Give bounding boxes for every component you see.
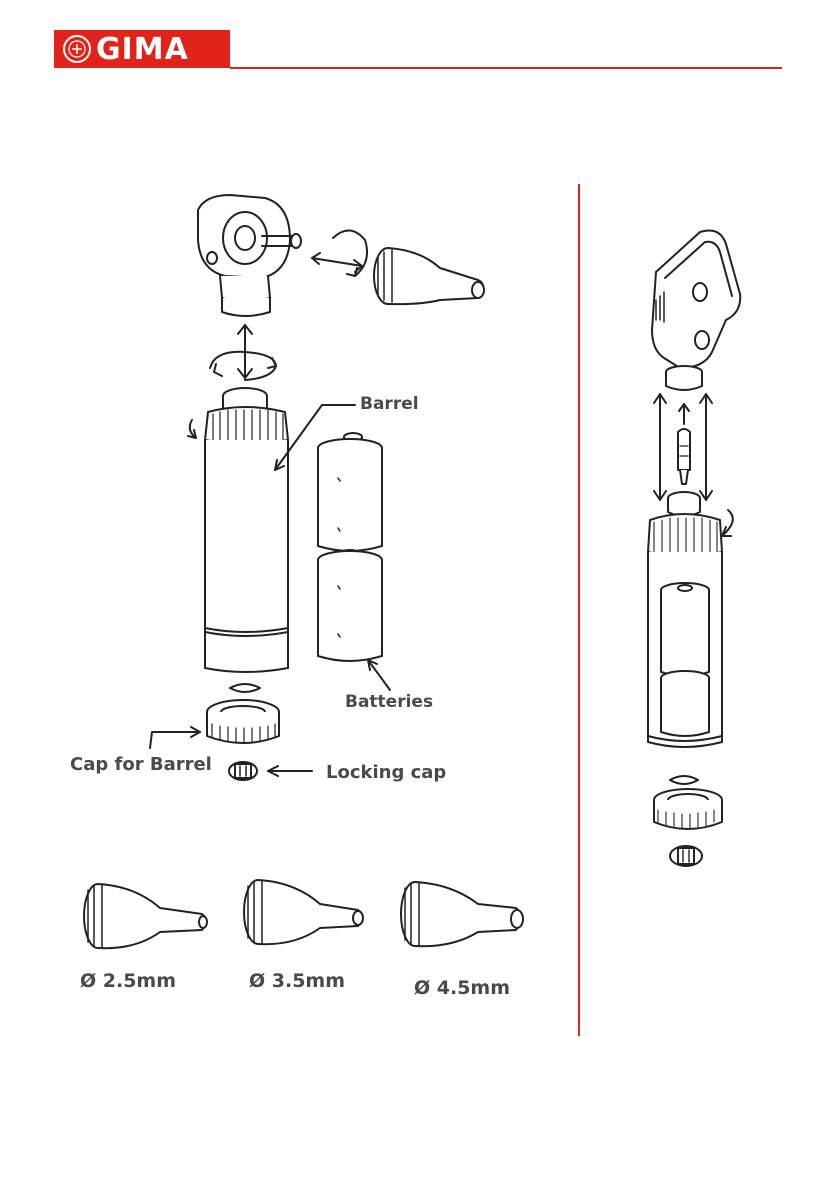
speculum-medium	[244, 880, 363, 944]
barrel-label: Barrel	[360, 394, 419, 414]
speculum-large	[401, 882, 523, 946]
otoscope-head	[198, 195, 301, 316]
speculum-small	[84, 884, 207, 948]
speculum-top	[374, 248, 484, 304]
speculum-size-label: Ø 2.5mm	[80, 970, 176, 992]
locking-cap	[229, 762, 257, 780]
bulb	[678, 429, 690, 484]
ophthalmoscope-locking-cap	[670, 846, 702, 866]
batteries	[318, 433, 382, 661]
locking-cap-label: Locking cap	[326, 762, 446, 783]
batteries-label: Batteries	[345, 692, 433, 712]
batteries-pointer	[368, 660, 390, 690]
cap-for-barrel-label: Cap for Barrel	[70, 754, 212, 775]
speculum-size-label: Ø 4.5mm	[414, 977, 510, 999]
ophthalmoscope-head	[652, 231, 740, 391]
cap-pointer	[150, 727, 200, 748]
barrel	[188, 388, 288, 672]
ophthalmoscope-barrel	[648, 492, 733, 747]
locking-cap-pointer	[268, 766, 312, 776]
speculum-size-label: Ø 3.5mm	[249, 970, 345, 992]
ophthalmoscope-cap	[654, 776, 722, 829]
rotate-arrow-icon	[312, 230, 367, 276]
double-arrow-icon	[210, 325, 276, 380]
barrel-cap	[207, 684, 279, 743]
